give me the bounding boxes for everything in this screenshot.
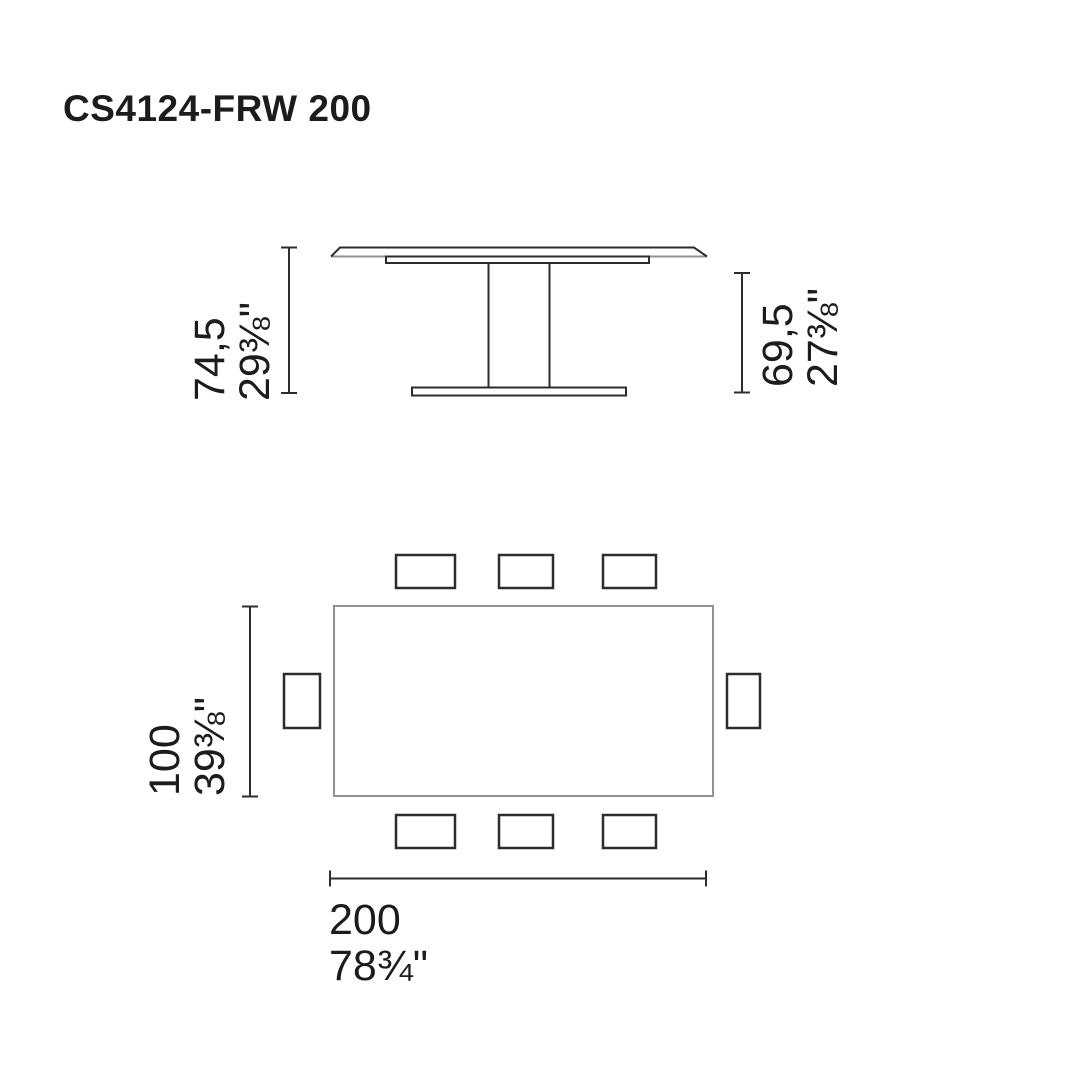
clearance-height-dimension-line [734, 272, 750, 394]
length-dimension-label: 200 78¾" [329, 897, 428, 989]
overall-height-dimension-line [281, 246, 297, 394]
chair-plan [497, 813, 555, 850]
overall-height-metric: 74,5 [186, 317, 234, 401]
overall-height-imperial: 29⅜" [231, 302, 279, 401]
length-imperial: 78¾" [329, 942, 428, 990]
depth-metric: 100 [141, 724, 189, 796]
depth-imperial: 39⅜" [186, 697, 234, 796]
side-elevation-drawing [330, 246, 708, 397]
length-dimension-line [329, 870, 707, 887]
chair-plan [394, 813, 457, 850]
chair-plan [282, 672, 322, 730]
tabletop-profile [330, 246, 708, 258]
chair-plan [601, 813, 658, 850]
length-metric: 200 [329, 896, 401, 944]
chair-plan [601, 553, 658, 590]
overall-height-dimension-label: 74,5 29⅜" [186, 231, 279, 401]
top-plan-drawing [282, 553, 762, 850]
clearance-height-dimension-label: 69,5 27⅜" [754, 237, 847, 387]
base-plate-profile [411, 386, 627, 397]
clearance-height-metric: 69,5 [754, 303, 802, 387]
chair-plan [394, 553, 457, 590]
chair-plan [497, 553, 555, 590]
tabletop-plan-outline [333, 605, 714, 797]
clearance-height-imperial: 27⅜" [799, 288, 847, 387]
depth-dimension-line [242, 605, 258, 798]
product-code-title: CS4124-FRW 200 [63, 88, 372, 129]
apron-profile [385, 255, 650, 264]
depth-dimension-label: 100 39⅜" [141, 596, 234, 796]
chair-plan [725, 672, 762, 730]
